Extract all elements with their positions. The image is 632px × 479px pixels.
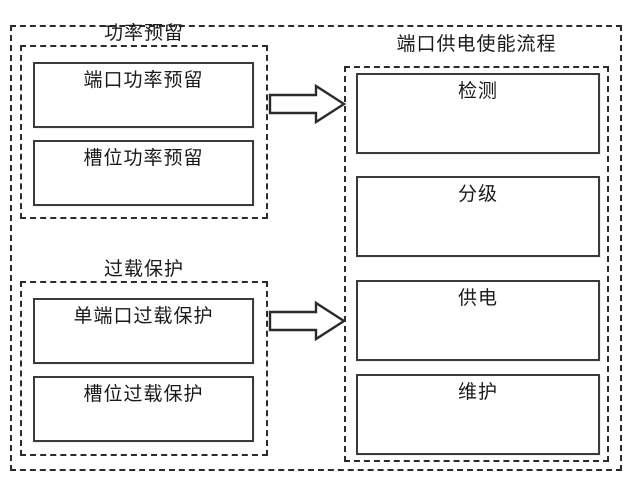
node-label: 分级 [457, 184, 498, 205]
node-slot-power-reservation[interactable]: 槽位功率预留 [33, 140, 254, 206]
node-label: 单端口过载保护 [73, 306, 214, 327]
node-slot-overload-protection[interactable]: 槽位过载保护 [33, 376, 254, 442]
node-detection[interactable]: 检测 [356, 73, 600, 154]
node-maintenance[interactable]: 维护 [356, 374, 600, 455]
node-label: 端口功率预留 [83, 70, 204, 91]
group-title-power-reservation: 功率预留 [103, 23, 184, 44]
node-label: 检测 [457, 81, 498, 102]
node-label: 供电 [457, 288, 498, 309]
node-port-power-reservation[interactable]: 端口功率预留 [33, 62, 254, 128]
arrow-right-icon-overload-protection-to-flow [268, 300, 346, 342]
node-label: 槽位功率预留 [83, 148, 204, 169]
node-power-supply[interactable]: 供电 [356, 280, 600, 361]
node-classification[interactable]: 分级 [356, 176, 600, 257]
group-power-reservation [20, 45, 268, 219]
node-label: 槽位过载保护 [83, 384, 204, 405]
system-frame [10, 25, 622, 471]
node-single-port-overload-protection[interactable]: 单端口过载保护 [33, 298, 254, 364]
arrow-right-icon-power-reservation-to-flow [268, 83, 346, 125]
node-label: 维护 [457, 382, 498, 403]
group-title-port-power-enable-flow: 端口供电使能流程 [396, 34, 557, 55]
group-title-overload-protection: 过载保护 [103, 259, 184, 280]
group-overload-protection [20, 281, 268, 456]
group-port-power-enable-flow [344, 66, 609, 462]
